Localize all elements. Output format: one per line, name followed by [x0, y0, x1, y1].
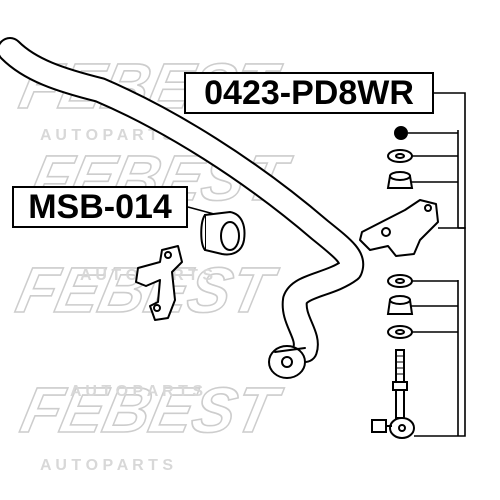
- link-lower-hardware: [386, 274, 414, 339]
- watermark-brand-4: FEBEST: [15, 374, 288, 446]
- stabilizer-bushing: [200, 210, 246, 256]
- stabilizer-link-part-number: 0423-PD8WR: [184, 72, 434, 114]
- watermark-sub-5: A U T O P A R T S: [40, 457, 173, 474]
- stabilizer-bar: [0, 37, 365, 379]
- link-mount-bracket: [359, 199, 439, 257]
- link-upper-hardware: [386, 126, 414, 189]
- stabilizer-link-rod: [371, 349, 415, 439]
- watermark-sub-1: A U T O P A R T S: [40, 127, 173, 144]
- bushing-callout: [187, 206, 215, 215]
- callout-bracket: [408, 92, 466, 437]
- watermark-sub-4: A U T O P A R T S: [70, 383, 203, 400]
- bushing-bracket: [135, 245, 183, 321]
- stabilizer-bushing-part-number: MSB-014: [12, 186, 188, 228]
